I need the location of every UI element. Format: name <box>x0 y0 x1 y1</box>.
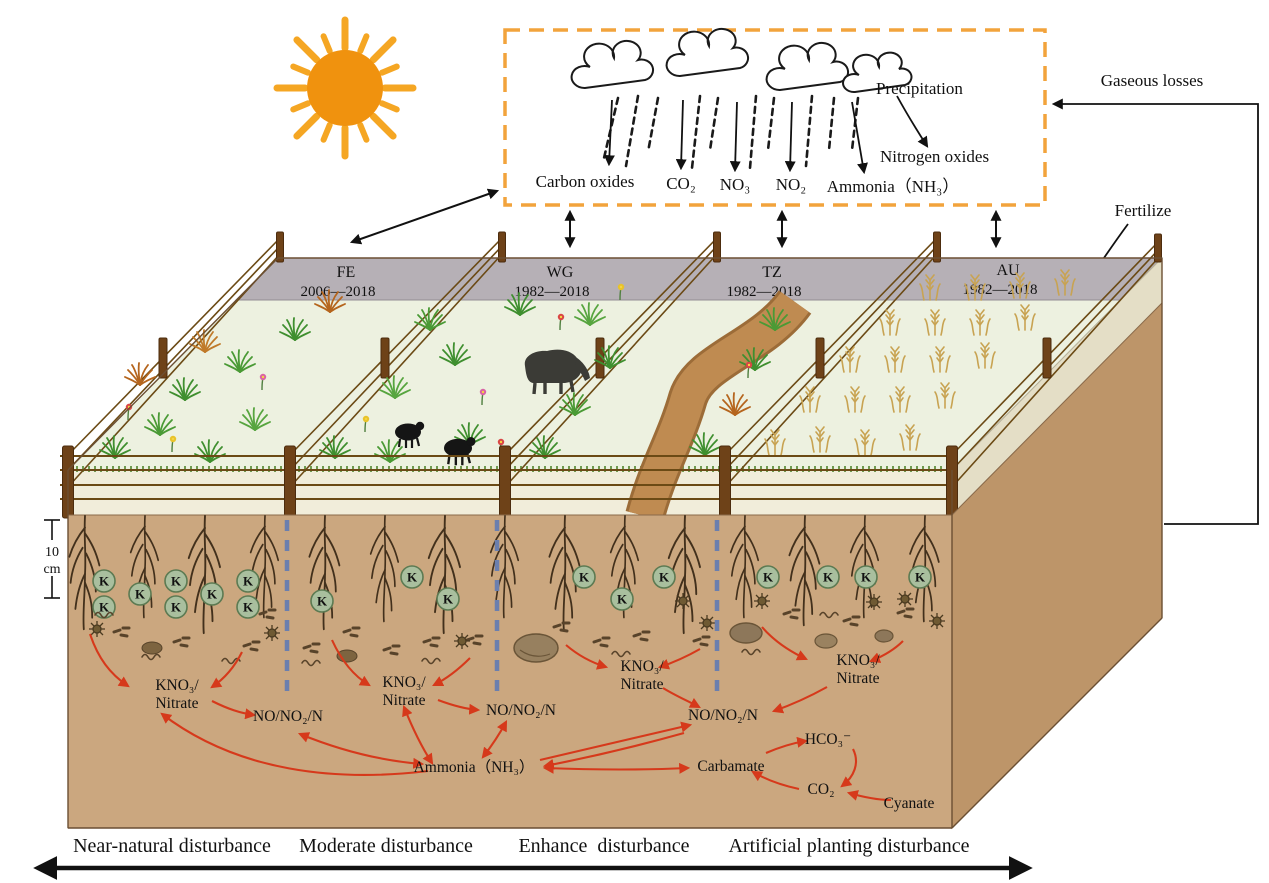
sun-icon <box>273 16 417 160</box>
rock-icon <box>814 633 838 649</box>
rain-streaks <box>602 94 860 170</box>
depth-scale <box>44 519 60 599</box>
no-no2-n-label-wg: NO/NO₂/N <box>486 702 556 719</box>
rock-icon <box>513 633 559 663</box>
depth-unit-label: cm <box>43 562 60 577</box>
deposition-arrows <box>603 95 929 175</box>
zone-code-wg: WG <box>547 264 574 281</box>
co2-label: CO₂ <box>666 174 696 193</box>
rocks <box>513 622 894 663</box>
zone-code-tz: TZ <box>762 264 782 281</box>
reaction-arrows <box>89 626 904 802</box>
soil-chemical-labels: KNO₃/ Nitrate NO/NO₂/N KNO₃/ Nitrate NO/… <box>155 652 934 812</box>
ammonia-soil-label: Ammonia（NH₃） <box>414 759 535 776</box>
soil-zone-dividers <box>284 520 720 692</box>
fence-back-posts <box>276 231 1162 263</box>
cyanate-label: Cyanate <box>884 795 935 812</box>
zone-years-tz: 1982—2018 <box>727 284 802 300</box>
co2-soil-label: CO₂ <box>808 781 835 798</box>
cloud-icons <box>570 27 913 94</box>
trail-path-inner <box>628 291 809 521</box>
zone-code-au: AU <box>996 262 1020 279</box>
carbon-oxides-label: Carbon oxides <box>536 172 635 191</box>
kno3-label-wg-line2: Nitrate <box>382 692 425 709</box>
disturbance-label-wg: Moderate disturbance <box>299 835 473 857</box>
precipitation-label: Precipitation <box>876 79 963 98</box>
soil-microbes <box>88 590 946 667</box>
rock-icon <box>729 622 763 644</box>
kno3-label-fe-line2: Nitrate <box>155 695 198 712</box>
fertilize-label: Fertilize <box>1115 201 1172 220</box>
carbamate-label: Carbamate <box>697 758 764 775</box>
zone-years-wg: 1982—2018 <box>515 284 590 300</box>
cyst-icon <box>141 641 163 655</box>
exchange-arrows <box>349 188 1002 249</box>
cloud-icon <box>765 41 850 92</box>
disturbance-label-tz: Enhance disturbance <box>518 835 689 857</box>
atmosphere-dashed-box <box>503 28 1047 207</box>
block-outline <box>67 257 1163 829</box>
no-no2-n-label-tz: NO/NO₂/N <box>688 707 758 724</box>
kno3-label-au-line1: KNO₃/ <box>836 652 880 669</box>
nitrogen-oxides-label: Nitrogen oxides <box>880 147 989 166</box>
no3-label: NO₃ <box>720 175 751 194</box>
gaseous-losses-line <box>1051 98 1259 525</box>
cloud-icon <box>570 39 655 90</box>
depth-value-label: 10 <box>45 545 59 560</box>
hco3-label: HCO₃⁻ <box>805 731 851 748</box>
disturbance-label-au: Artificial planting disturbance <box>728 835 969 857</box>
zone-code-fe: FE <box>337 264 356 281</box>
cloud-icon <box>842 51 913 94</box>
cloud-icon <box>665 27 750 78</box>
kno3-label-wg-line1: KNO₃/ <box>382 674 426 691</box>
gaseous-losses-label: Gaseous losses <box>1101 71 1203 90</box>
no2-label: NO₂ <box>776 175 806 194</box>
no-no2-n-label-fe: NO/NO₂/N <box>253 708 323 725</box>
disturbance-label-fe: Near-natural disturbance <box>73 835 271 857</box>
kno3-label-tz-line2: Nitrate <box>620 676 663 693</box>
kno3-label-fe-line1: KNO₃/ <box>155 677 199 694</box>
ammonia-label: Ammonia（NH₃） <box>827 177 959 196</box>
fence-mid-posts <box>158 337 1052 379</box>
rock-icon <box>874 629 894 643</box>
kno3-label-au-line2: Nitrate <box>836 670 879 687</box>
kno3-label-tz-line1: KNO₃/ <box>620 658 664 675</box>
boundary-fences <box>67 237 1161 488</box>
